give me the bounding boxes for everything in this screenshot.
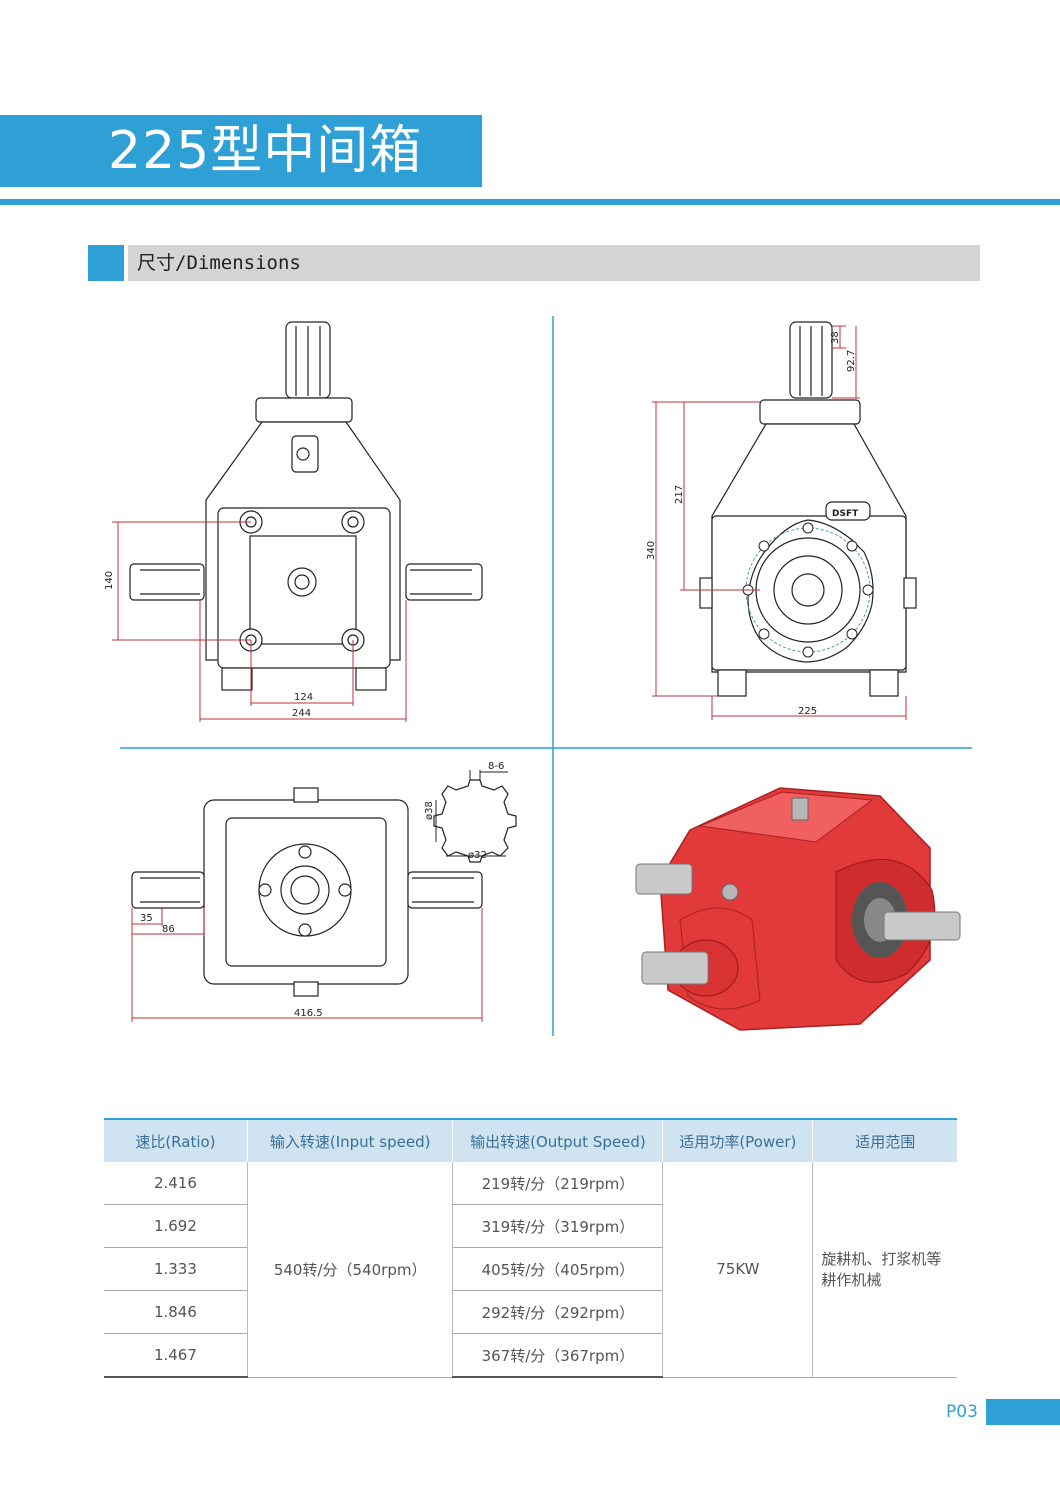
application-line-2: 耕作机械 bbox=[821, 1271, 882, 1290]
dim-side-width: 225 bbox=[798, 706, 817, 717]
table-row: 1.333 405转/分（405rpm） bbox=[104, 1247, 957, 1291]
spline-detail-drawing bbox=[433, 779, 517, 863]
front-view-drawing bbox=[129, 321, 483, 691]
table-row: 1.692 319转/分（319rpm） bbox=[104, 1204, 957, 1248]
section-title: 尺寸/Dimensions bbox=[137, 252, 301, 274]
page-number: P03 bbox=[946, 1402, 978, 1422]
dim-spline-spec: 8-6 bbox=[488, 761, 504, 772]
table-row: 1.467 367转/分（367rpm） bbox=[104, 1333, 957, 1378]
dim-top-total-width: 416.5 bbox=[294, 1008, 323, 1019]
output-speed-cell: 219转/分（219rpm） bbox=[452, 1162, 663, 1205]
col-power: 适用功率(Power) bbox=[662, 1118, 813, 1162]
dim-spline-outer: ø38 bbox=[424, 801, 435, 820]
output-speed-cell: 405转/分（405rpm） bbox=[452, 1247, 663, 1291]
top-view-drawing bbox=[131, 787, 483, 997]
dim-front-width: 244 bbox=[292, 708, 311, 719]
table-header-row: 速比(Ratio) 输入转速(Input speed) 输出转速(Output … bbox=[104, 1118, 957, 1162]
dim-side-total-height: 340 bbox=[646, 541, 657, 560]
col-output-speed: 输出转速(Output Speed) bbox=[452, 1118, 663, 1162]
col-ratio: 速比(Ratio) bbox=[104, 1118, 248, 1162]
table-row: 2.416 540转/分（540rpm） 219转/分（219rpm） 75KW… bbox=[104, 1162, 957, 1378]
title-rule bbox=[0, 199, 1060, 205]
output-speed-cell: 319转/分（319rpm） bbox=[452, 1204, 663, 1248]
application-cell: 旋耕机、打浆机等 耕作机械 bbox=[812, 1162, 957, 1378]
dim-top-shaft-offset: 86 bbox=[162, 924, 175, 935]
col-application: 适用范围 bbox=[812, 1118, 957, 1162]
output-speed-cell: 292转/分（292rpm） bbox=[452, 1290, 663, 1334]
dim-front-bolt-span: 124 bbox=[294, 692, 313, 703]
section-bar bbox=[128, 245, 980, 281]
dim-front-height: 140 bbox=[104, 571, 115, 590]
technical-drawings: 140 124 244 DSFT 38 92.7 217 340 225 bbox=[0, 300, 1060, 1060]
ratio-cell: 1.846 bbox=[104, 1290, 248, 1334]
table-row: 1.846 292转/分（292rpm） bbox=[104, 1290, 957, 1334]
side-view-logo: DSFT bbox=[832, 509, 859, 519]
input-speed-cell: 540转/分（540rpm） bbox=[246, 1162, 453, 1378]
dim-side-shaft-total: 92.7 bbox=[846, 350, 857, 372]
title-band bbox=[0, 115, 482, 187]
ratio-cell: 2.416 bbox=[104, 1162, 248, 1205]
page-number-bar bbox=[986, 1399, 1060, 1425]
side-view-drawing bbox=[699, 321, 917, 697]
power-cell: 75KW bbox=[662, 1162, 813, 1378]
spec-table: 速比(Ratio) 输入转速(Input speed) 输出转速(Output … bbox=[104, 1118, 957, 1378]
ratio-cell: 1.467 bbox=[104, 1333, 248, 1378]
dim-side-shaft-length: 38 bbox=[830, 331, 841, 344]
gearbox-product-image bbox=[635, 787, 961, 1031]
dim-side-center-height: 217 bbox=[674, 485, 685, 504]
section-marker bbox=[88, 245, 124, 281]
dim-spline-inner: ø32 bbox=[468, 850, 487, 861]
output-speed-cell: 367转/分（367rpm） bbox=[452, 1333, 663, 1378]
ratio-cell: 1.692 bbox=[104, 1204, 248, 1248]
page-title: 225型中间箱 bbox=[108, 121, 423, 181]
ratio-cell: 1.333 bbox=[104, 1247, 248, 1291]
application-line-1: 旋耕机、打浆机等 bbox=[821, 1250, 942, 1269]
dim-top-shaft-length: 35 bbox=[140, 913, 153, 924]
col-input-speed: 输入转速(Input speed) bbox=[246, 1118, 453, 1162]
